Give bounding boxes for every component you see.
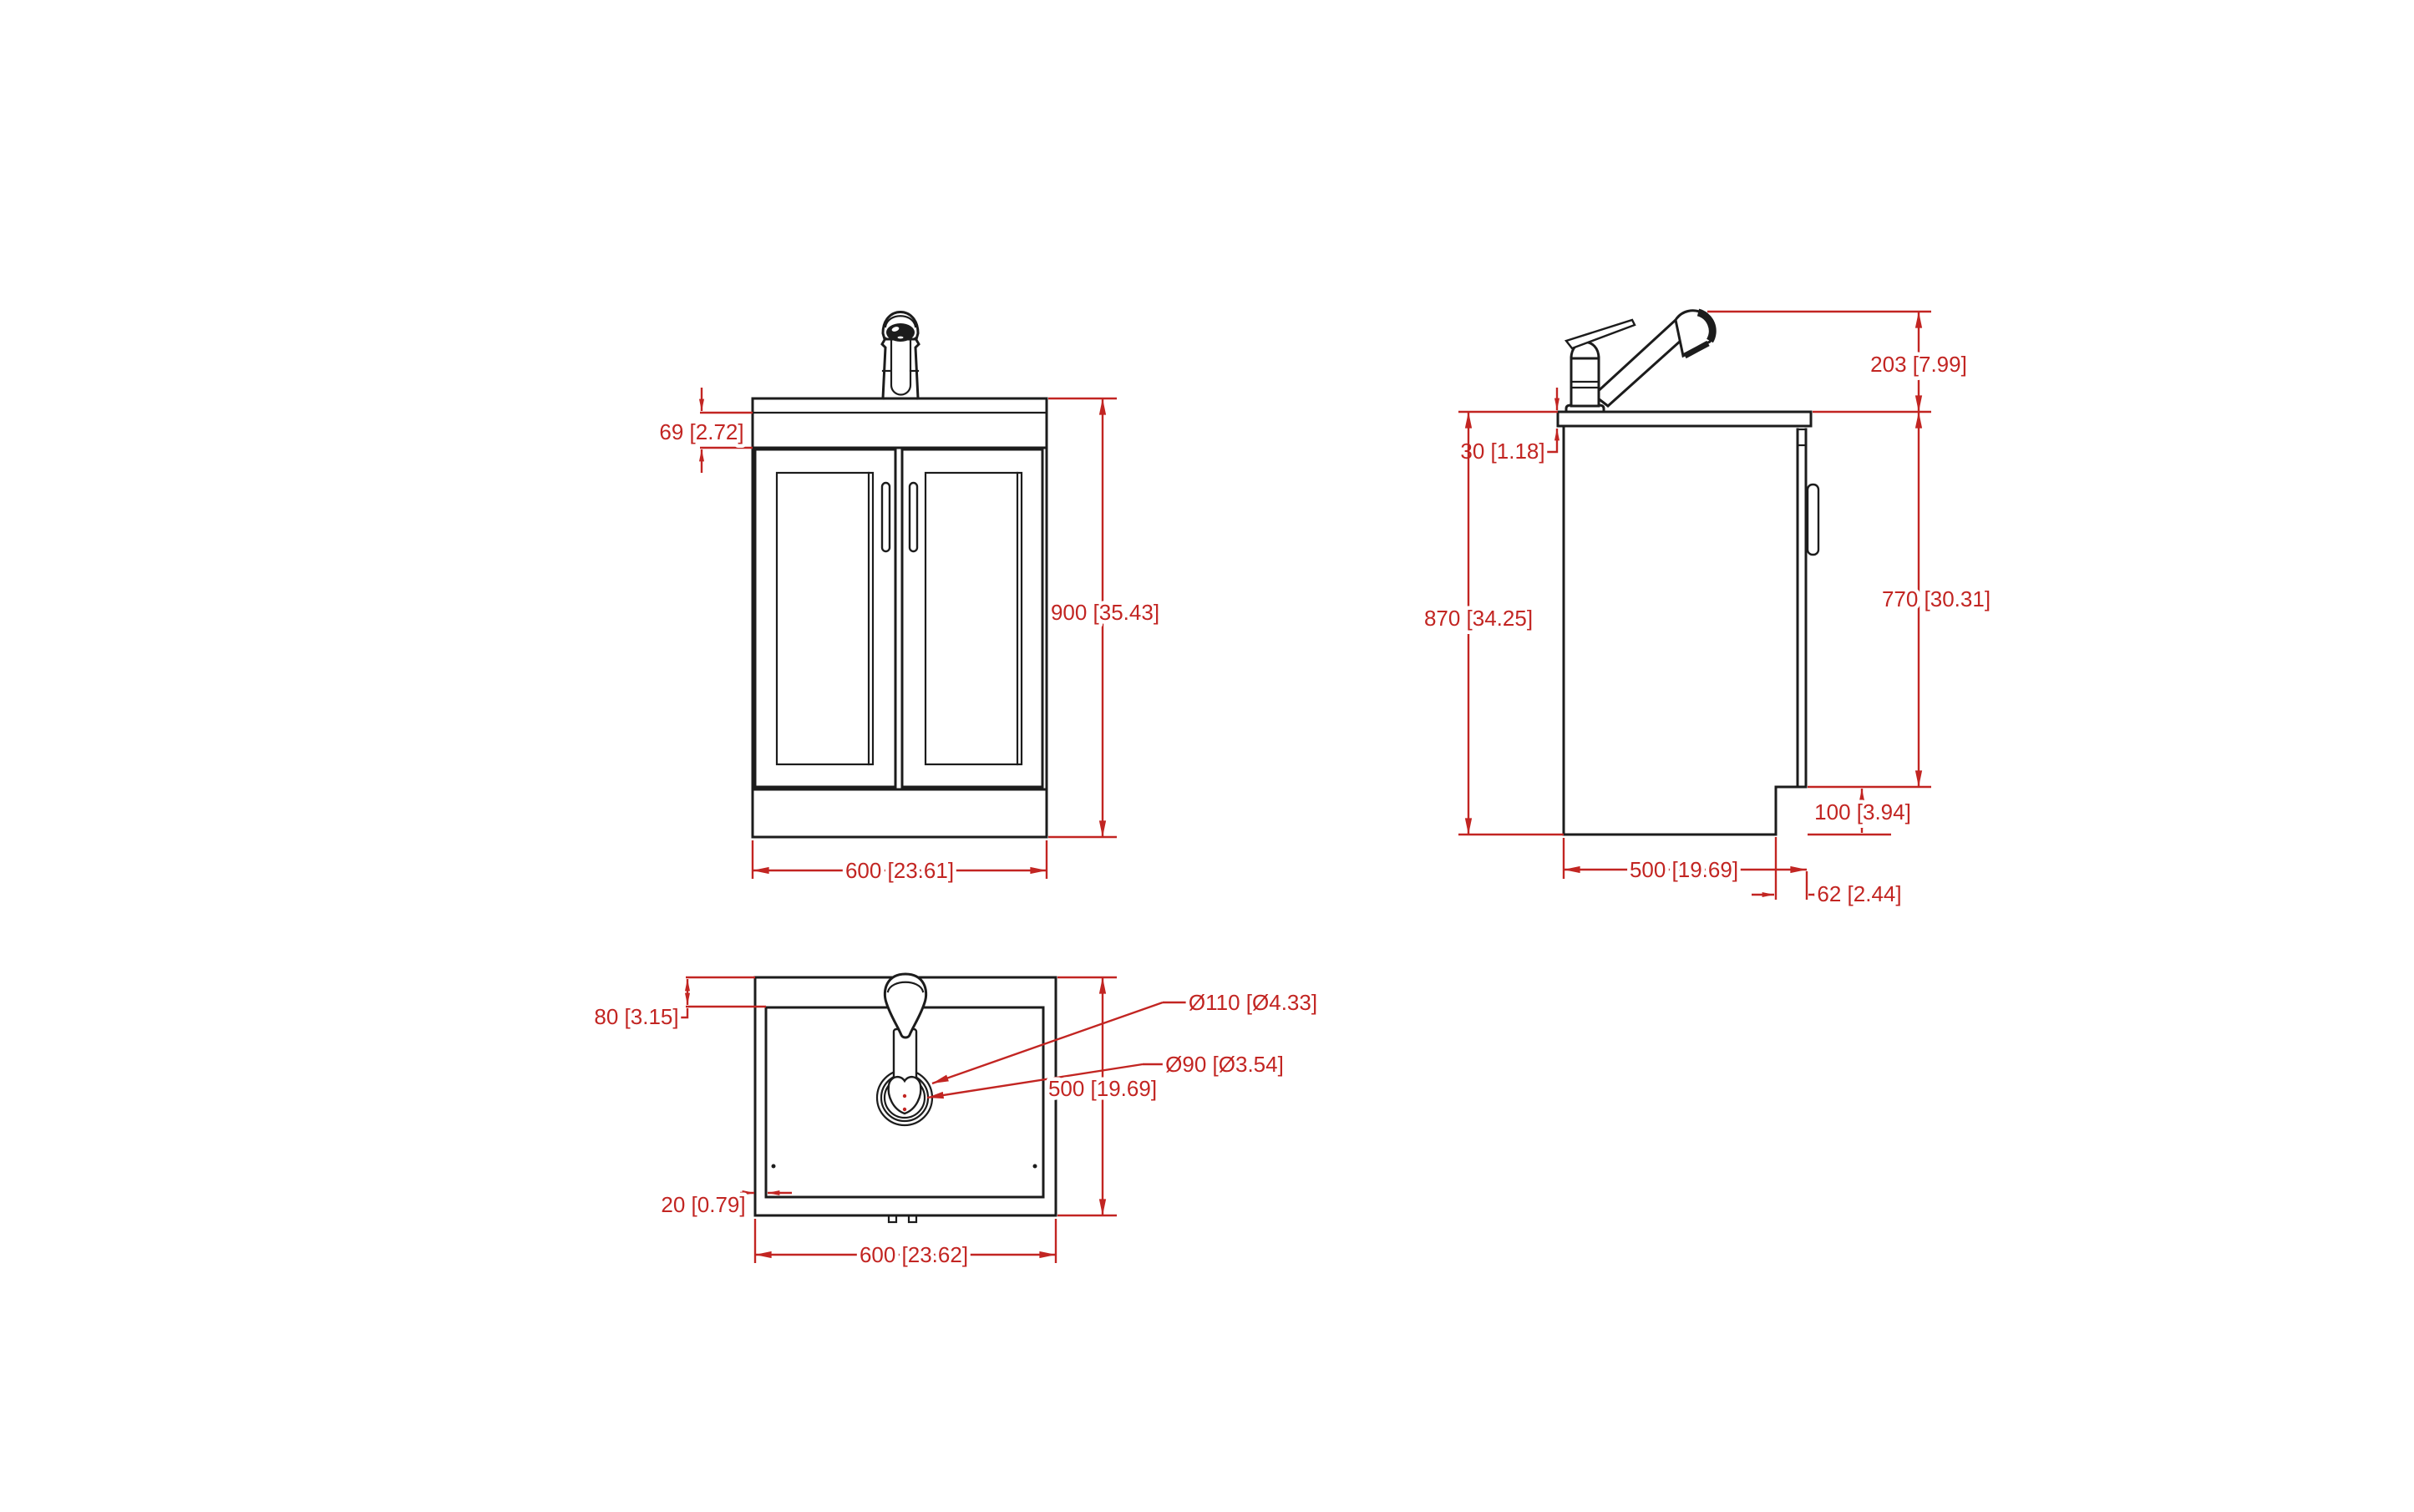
front-tap-body-channel xyxy=(890,337,912,396)
top-fixing-tab xyxy=(887,1214,898,1224)
front-tap-spout-highlight xyxy=(891,327,900,332)
dimension-label: 500 [19.69] xyxy=(1630,857,1738,882)
dim-top-hole-outer: Ø110 [Ø4.33] xyxy=(931,987,1321,1085)
drill-mark xyxy=(771,1164,776,1169)
front-tap-head-inner-arc xyxy=(884,315,917,328)
dim-side-plinth-height: 100 [3.94] xyxy=(1808,788,1914,836)
front-door-right-panel xyxy=(924,471,1023,766)
side-tap xyxy=(1564,308,1717,414)
dimension-label: 69 [2.72] xyxy=(659,419,743,444)
dimension-label: 770 [30.31] xyxy=(1882,586,1991,611)
center-mark xyxy=(902,1093,907,1098)
dimension-label: 100 [3.94] xyxy=(1814,799,1911,824)
front-door-right xyxy=(900,448,1044,789)
front-view: 69 [2.72] 900 [35.43] 600 [23.61] xyxy=(656,311,1164,887)
front-tap-body-left xyxy=(880,336,888,400)
dim-top-width: 600 [23.62] xyxy=(753,1219,1057,1271)
top-fixing-tab xyxy=(907,1214,918,1224)
dimension-label: 203 [7.99] xyxy=(1870,352,1967,377)
dim-top-back-ledge: 80 [3.15] xyxy=(591,976,766,1033)
dimension-label: Ø90 [Ø3.54] xyxy=(1165,1052,1284,1077)
dim-side-toe-kick-depth: 62 [2.44] xyxy=(1752,837,1905,911)
dim-top-depth: 500 [19.69] xyxy=(1044,976,1161,1217)
dimension-label: 80 [3.15] xyxy=(594,1004,678,1029)
front-carcass xyxy=(751,446,1048,791)
dim-top-basin-rim: 20 [0.79] xyxy=(657,1189,792,1221)
top-tap-lever-inner-arc xyxy=(886,981,925,993)
front-door-left xyxy=(753,448,897,789)
dim-side-total-height: 870 [34.25] xyxy=(1420,410,1564,836)
front-tap-spout-outlet xyxy=(897,336,904,339)
dim-side-tap-height: 203 [7.99] xyxy=(1707,310,1970,414)
side-tap-aerator-face xyxy=(1683,340,1710,359)
dim-front-height: 900 [35.43] xyxy=(1047,397,1164,839)
dimension-label: 30 [1.18] xyxy=(1460,439,1544,464)
front-handle-left xyxy=(880,481,891,553)
top-tap-hole xyxy=(875,1027,934,1127)
side-tap-lever xyxy=(1564,318,1636,350)
front-plinth xyxy=(751,788,1048,839)
dimension-label: Ø110 [Ø4.33] xyxy=(1189,990,1317,1015)
front-worktop xyxy=(751,397,1048,449)
dimension-label: 62 [2.44] xyxy=(1817,881,1901,906)
top-tap-handle xyxy=(883,972,928,1039)
front-tap xyxy=(880,311,920,400)
front-tap-body-right xyxy=(913,336,920,400)
dimension-label: 600 [23.61] xyxy=(845,858,954,883)
dimension-label: 500 [19.69] xyxy=(1048,1076,1157,1101)
front-door-left-panel xyxy=(775,471,875,766)
top-tap-lever-outline xyxy=(883,972,928,1039)
top-view: 80 [3.15] Ø110 [Ø4.33] Ø90 [Ø3.54] 500 [… xyxy=(591,972,1321,1271)
center-mark xyxy=(902,1107,907,1112)
dimension-label: 600 [23.62] xyxy=(860,1242,968,1267)
front-handle-right xyxy=(908,481,919,553)
leader-arrow xyxy=(926,1063,1144,1099)
dim-top-hole-inner: Ø90 [Ø3.54] xyxy=(926,1048,1287,1099)
dim-front-width: 600 [23.61] xyxy=(751,840,1048,887)
side-worktop xyxy=(1556,410,1813,428)
leader-line xyxy=(677,1008,689,1019)
side-tap-spout-head-band xyxy=(1696,308,1717,343)
drill-mark xyxy=(1032,1164,1037,1169)
dimension-label: 900 [35.43] xyxy=(1051,600,1159,625)
dim-side-worktop-thickness: 30 [1.18] xyxy=(1457,388,1560,468)
leader-arrow xyxy=(931,1001,1164,1085)
leader-line xyxy=(1544,428,1560,454)
dimension-label: 20 [0.79] xyxy=(661,1192,745,1217)
side-door-handle xyxy=(1806,483,1820,556)
dim-side-depth: 500 [19.69] xyxy=(1562,838,1808,900)
dim-front-top-section: 69 [2.72] xyxy=(656,388,753,473)
side-view: 203 [7.99] 30 [1.18] 870 [34.25] 770 [30… xyxy=(1420,308,1995,911)
dim-side-door-height: 770 [30.31] xyxy=(1808,411,1995,789)
dimension-label: 870 [34.25] xyxy=(1424,606,1533,631)
